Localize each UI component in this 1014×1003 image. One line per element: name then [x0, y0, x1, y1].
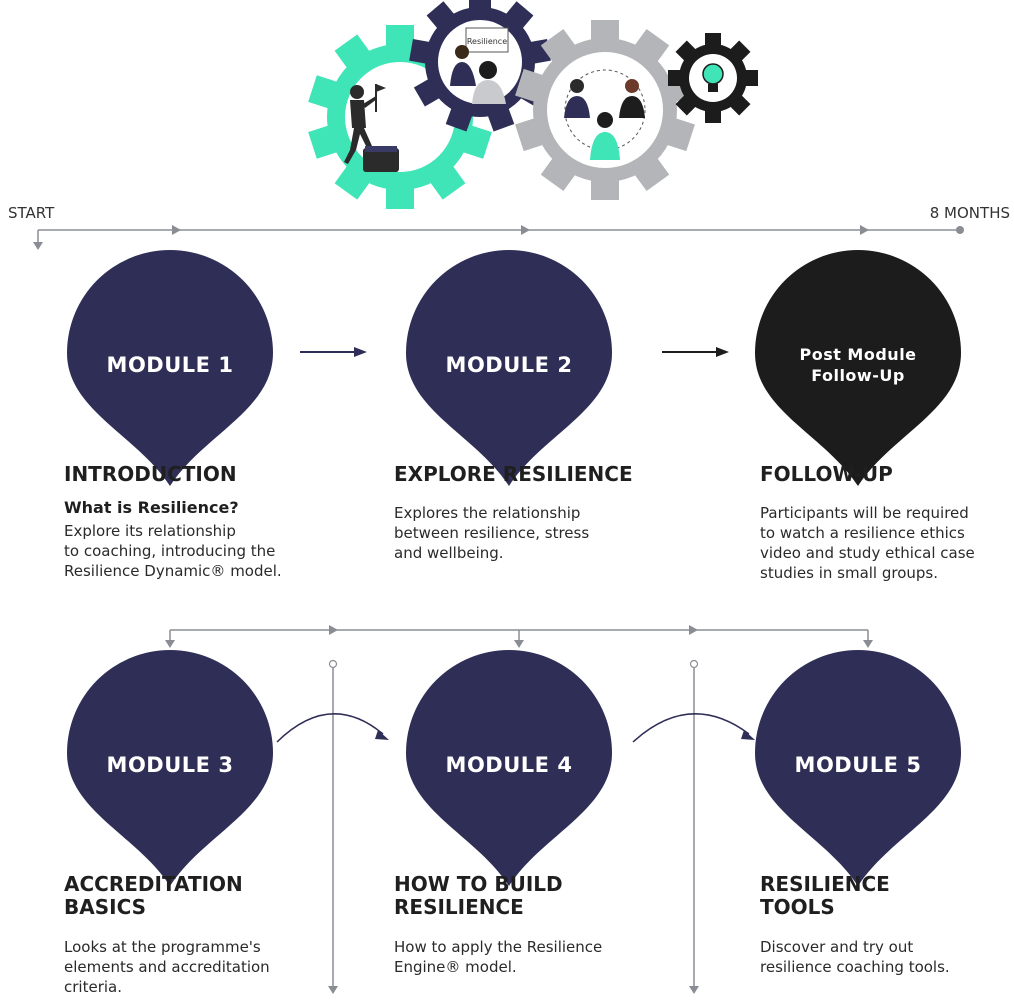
module-5-title-line: RESILIENCE: [760, 872, 890, 896]
vertical-line-left: [328, 659, 338, 994]
branch-marker-b: [689, 625, 698, 635]
arrow-module2-to-followup: [662, 347, 729, 357]
branch-marker-a: [329, 625, 338, 635]
arrow-module4-to-module5: [632, 713, 755, 743]
timeline-end-label: 8 MONTHS: [929, 204, 1010, 222]
module-5-body: Discover and try out resilience coaching…: [760, 937, 950, 977]
timeline-line: [37, 229, 960, 244]
module-3-body-line: elements and accreditation: [64, 958, 270, 976]
followup-body-line: Participants will be required: [760, 504, 969, 522]
module-4-body-line: Engine® model.: [394, 958, 517, 976]
branch-arrow-5: [863, 640, 873, 648]
module-5-body-line: resilience coaching tools.: [760, 958, 950, 976]
timeline-marker-3: [860, 225, 869, 235]
module-2-body: Explores the relationship between resili…: [394, 503, 589, 563]
module-2-pin: MODULE 2: [406, 250, 612, 486]
followup-label-line-1: Post Module: [799, 345, 917, 364]
module-4-body: How to apply the Resilience Engine® mode…: [394, 937, 602, 977]
module-3-body: Looks at the programme's elements and ac…: [64, 937, 270, 997]
arrow-module3-to-module4: [276, 713, 389, 743]
branch-arrow-3: [165, 640, 175, 648]
module-3-body-line: criteria.: [64, 978, 122, 996]
followup-body: Participants will be required to watch a…: [760, 503, 975, 583]
module-5-pin: MODULE 5: [755, 650, 961, 886]
module-3-title-line: ACCREDITATION: [64, 872, 243, 896]
group-figures-icon: [564, 79, 645, 160]
followup-label: Post Module Follow-Up: [755, 344, 961, 386]
module-1-body: Explore its relationship to coaching, in…: [64, 521, 282, 581]
module-4-title: HOW TO BUILD RESILIENCE: [394, 873, 654, 919]
module-1-subtitle: What is Resilience?: [64, 498, 239, 517]
module-2-title: EXPLORE RESILIENCE: [394, 462, 633, 486]
followup-body-line: video and study ethical case: [760, 544, 975, 562]
followup-pin: Post Module Follow-Up: [755, 250, 961, 486]
timeline-start-label: START: [8, 204, 55, 222]
module-4-body-line: How to apply the Resilience: [394, 938, 603, 956]
gear-black: [668, 33, 758, 123]
module-2-body-line: between resilience, stress: [394, 524, 590, 542]
module-3-body-line: Looks at the programme's: [64, 938, 261, 956]
module-5-body-line: Discover and try out: [760, 938, 914, 956]
module-1-body-line: Resilience Dynamic® model.: [64, 562, 282, 580]
followup-body-line: studies in small groups.: [760, 564, 939, 582]
module-4-pin: MODULE 4: [406, 650, 612, 886]
vertical-line-right: [689, 659, 699, 994]
timeline-marker-1: [172, 225, 181, 235]
module-3-title-line: BASICS: [64, 895, 147, 919]
followup-body-line: to watch a resilience ethics: [760, 524, 965, 542]
gear-gray: [515, 20, 695, 200]
module-4-title-line: RESILIENCE: [394, 895, 524, 919]
module-5-title: RESILIENCE TOOLS: [760, 873, 1014, 919]
timeline-marker-2: [521, 225, 530, 235]
module-2-body-line: Explores the relationship: [394, 504, 581, 522]
module-1-title: INTRODUCTION: [64, 462, 237, 486]
module-4-label: MODULE 4: [445, 753, 573, 777]
module-1-pin: MODULE 1: [67, 250, 273, 486]
module-5-title-line: TOOLS: [760, 895, 835, 919]
module-2-body-line: and wellbeing.: [394, 544, 504, 562]
module-4-title-line: HOW TO BUILD: [394, 872, 563, 896]
gears-illustration: Resilience: [308, 0, 758, 209]
module-1-label: MODULE 1: [106, 353, 234, 377]
sign-text: Resilience: [467, 37, 507, 46]
module-5-label: MODULE 5: [794, 753, 922, 777]
module-1-body-line: to coaching, introducing the: [64, 542, 276, 560]
followup-title: FOLLOW-UP: [760, 462, 893, 486]
presenter-figures-icon: Resilience: [450, 27, 509, 104]
arrow-module1-to-module2: [300, 347, 367, 357]
timeline-start-arrow: [33, 242, 43, 250]
timeline-end-dot: [956, 226, 964, 234]
module-2-label: MODULE 2: [445, 353, 573, 377]
module-3-pin: MODULE 3: [67, 650, 273, 886]
module-3-title: ACCREDITATION BASICS: [64, 873, 324, 919]
climber-figure-icon: [344, 84, 399, 172]
branch-arrow-4: [514, 640, 524, 648]
module-3-label: MODULE 3: [106, 753, 234, 777]
followup-label-line-2: Follow-Up: [811, 366, 905, 385]
module-1-body-line: Explore its relationship: [64, 522, 236, 540]
